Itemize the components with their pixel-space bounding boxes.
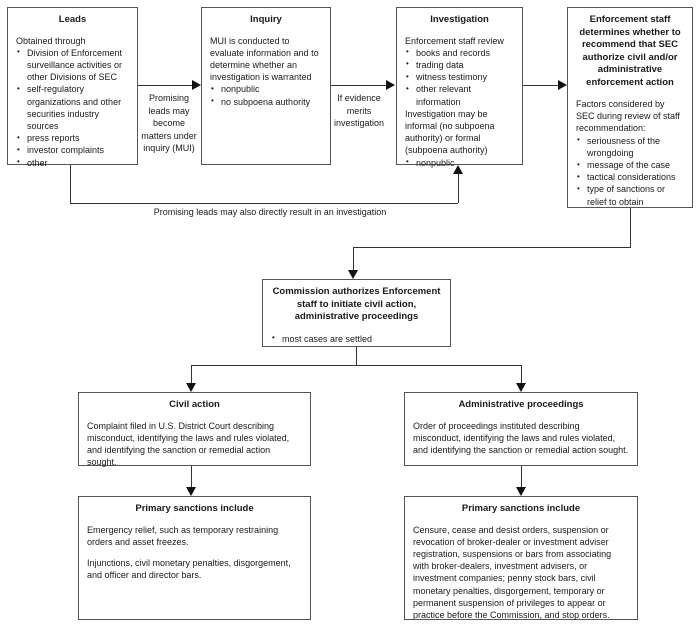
list-item: investor complaints [16,144,129,156]
arrowhead-down [516,383,526,392]
node-enforcement-staff-body: Factors considered by SEC during review … [576,98,684,208]
arrowhead-up [453,165,463,174]
node-civil-sanctions-title: Primary sanctions include [135,503,254,514]
list-item: other relevant information [405,83,514,107]
node-civil-action-title: Civil action [169,399,220,410]
node-administrative-proceedings-body: Order of proceedings instituted describi… [413,420,629,457]
node-investigation-body: Enforcement staff review books and recor… [405,35,514,169]
connector-enforcement-to-commission-run [353,247,631,248]
list-item: message of the case [576,159,684,171]
node-inquiry: Inquiry MUI is conducted to evaluate inf… [201,7,331,165]
edge-label-inquiry-to-investigation: If evidence merits investigation [333,93,385,128]
node-investigation-intro: Enforcement staff review [405,35,504,46]
node-enforcement-staff-bullets: seriousness of the wrongdoing message of… [576,134,684,208]
node-commission-authorizes: Commission authorizes Enforcement staff … [262,279,451,347]
list-item: type of sanctions or relief to obtain [576,183,684,207]
connector-commission-drop [356,347,357,365]
node-leads-bullets: Division of Enforcement surveillance act… [16,46,129,169]
edge-label-leads-to-inquiry: Promising leads may become matters under… [141,93,197,153]
arrowhead-right [558,80,567,90]
node-civil-action: Civil action Complaint filed in U.S. Dis… [78,392,311,469]
node-investigation-note: Investigation may be informal (no subpoe… [405,108,495,156]
list-item: self-regulatory organizations and other … [16,83,129,132]
connector-leads-drop [70,165,71,203]
node-administrative-proceedings: Administrative proceedings Order of proc… [404,392,638,466]
node-administrative-proceedings-title: Administrative proceedings [458,399,584,410]
node-commission-bullets: most cases are settled [271,332,442,345]
list-item: Division of Enforcement surveillance act… [16,46,129,84]
connector-civil-riser [191,365,192,383]
arrowhead-down [186,487,196,496]
connector-inquiry-to-investigation [331,85,386,86]
node-civil-action-body: Complaint filed in U.S. District Court d… [87,420,302,469]
node-administrative-proceedings-text: Order of proceedings instituted describi… [413,420,629,455]
node-investigation-bullets: books and records trading data witness t… [405,46,514,108]
node-administrative-sanctions-title: Primary sanctions include [461,503,581,514]
connector-enforcement-drop [630,208,631,247]
list-item: seriousness of the wrongdoing [576,134,684,159]
node-enforcement-staff-intro: Factors considered by SEC during review … [576,99,680,134]
list-item: tactical considerations [576,171,684,183]
arrowhead-right [192,80,201,90]
node-leads-body: Obtained through Division of Enforcement… [16,35,129,169]
node-investigation: Investigation Enforcement staff review b… [396,7,523,168]
node-investigation-title: Investigation [430,14,489,25]
node-inquiry-title: Inquiry [250,14,282,25]
connector-investigation-to-enforcement [523,85,558,86]
node-civil-sanctions-para2: Injunctions, civil monetary penalties, d… [87,557,291,581]
connector-civil-to-sanctions [191,466,192,487]
node-enforcement-staff: Enforcement staff determines whether to … [567,7,693,208]
node-inquiry-bullets: nonpublic no subpoena authority [210,83,322,108]
node-civil-sanctions-body: Emergency relief, such as temporary rest… [87,524,302,582]
list-item: books and records [405,46,514,59]
list-item: press reports [16,132,129,144]
connector-admin-to-sanctions [521,466,522,487]
list-item: no subpoena authority [210,95,322,108]
list-item: nonpublic [405,156,514,169]
connector-commission-split-run [191,365,522,366]
node-investigation-bullets2: nonpublic [405,156,514,169]
connector-leads-to-investigation-run [70,203,458,204]
node-commission-authorizes-body: most cases are settled [271,332,442,345]
node-inquiry-body: MUI is conducted to evaluate information… [210,35,322,108]
node-civil-sanctions: Primary sanctions include Emergency reli… [78,496,311,620]
list-item: other [16,156,129,169]
list-item: witness testimony [405,71,514,83]
node-civil-sanctions-para1: Emergency relief, such as temporary rest… [87,524,279,547]
list-item: trading data [405,58,514,71]
arrowhead-down [516,487,526,496]
node-administrative-sanctions-body: Censure, cease and desist orders, suspen… [413,524,629,622]
connector-commission-riser [353,247,354,270]
arrowhead-down [348,270,358,279]
node-inquiry-intro: MUI is conducted to evaluate information… [210,35,319,83]
node-leads: Leads Obtained through Division of Enfor… [7,7,138,168]
node-leads-title: Leads [58,14,87,25]
arrowhead-right [386,80,395,90]
node-enforcement-staff-title: Enforcement staff determines whether to … [579,14,681,88]
node-civil-action-text: Complaint filed in U.S. District Court d… [87,420,290,468]
node-leads-intro: Obtained through [16,35,86,46]
list-item: most cases are settled [271,332,442,345]
connector-investigation-riser [458,174,459,203]
list-item: nonpublic [210,83,322,95]
edge-label-leads-to-investigation: Promising leads may also directly result… [153,207,387,217]
connector-leads-to-inquiry [138,85,192,86]
connector-admin-riser [521,365,522,383]
node-administrative-sanctions-para1: Censure, cease and desist orders, suspen… [413,524,612,620]
node-administrative-sanctions: Primary sanctions include Censure, cease… [404,496,638,620]
node-commission-authorizes-title: Commission authorizes Enforcement staff … [272,286,441,322]
arrowhead-down [186,383,196,392]
